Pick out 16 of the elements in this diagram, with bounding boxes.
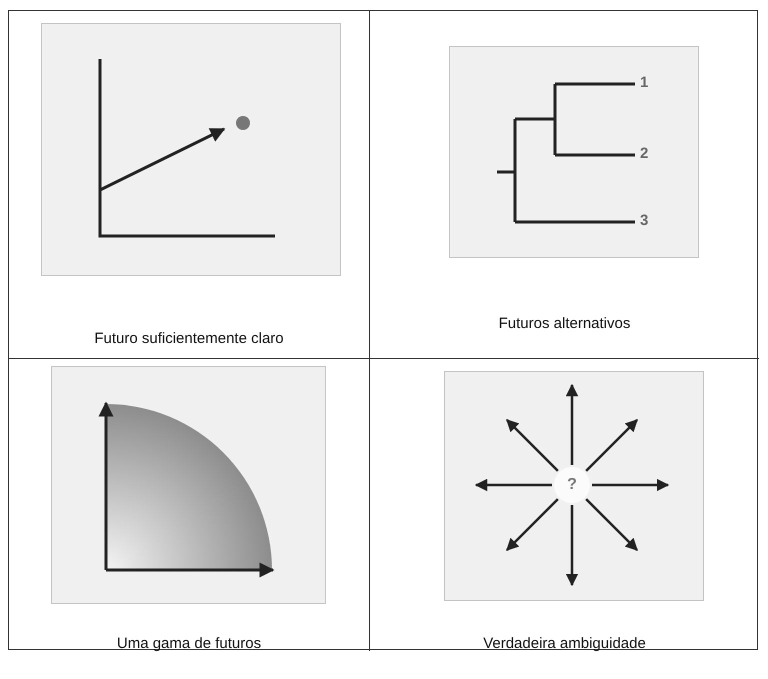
cell-label: Futuro suficientemente claro [93, 329, 285, 349]
arrow [585, 498, 638, 551]
arrow [592, 478, 670, 492]
cell-label: Uma gama de futuros [116, 634, 262, 654]
arrow [506, 419, 559, 472]
arrow [474, 478, 552, 492]
branch-number: 2 [640, 146, 648, 162]
arrow [506, 498, 559, 551]
branch-number: 1 [640, 75, 648, 91]
cell-label: Verdadeira ambiguidade [482, 634, 647, 654]
cell-label: Futuros alternativos [498, 314, 632, 334]
arrow [566, 505, 578, 586]
branch-number: 3 [640, 213, 648, 229]
arrow [566, 384, 578, 465]
arrow [585, 419, 638, 472]
table-cell [9, 11, 370, 359]
